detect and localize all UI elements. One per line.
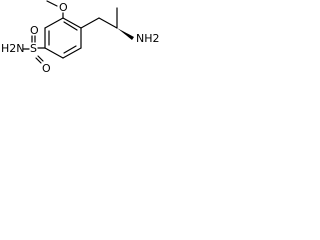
ring-bond	[62, 47, 82, 59]
ring-bond	[44, 47, 64, 59]
ch-amine-wedge-bond	[117, 28, 134, 40]
ring-double-bond	[63, 21, 78, 31]
ring-bond	[62, 17, 82, 29]
o-methyl-bond	[46, 0, 58, 7]
ch2-ch-bond	[98, 17, 118, 29]
benzene-ring	[44, 17, 82, 59]
sulfur-label: S	[30, 42, 37, 55]
ring-bond	[44, 17, 64, 29]
sulfonyl-oxygen-top-label: O	[30, 24, 39, 37]
chemical-structure: O S O O H2N NH2	[1, 0, 160, 75]
sulfonyl-oxygen-right-label: O	[42, 62, 51, 75]
s-o-double-bond	[37, 55, 44, 62]
ring-double-bond	[63, 45, 77, 54]
methoxy-oxygen-label: O	[59, 1, 68, 14]
s-o-double-bond	[35, 57, 42, 64]
amine-nitrogen-label: NH2	[136, 32, 160, 45]
sulfonamide-nitrogen-label: H2N	[1, 42, 25, 55]
ring-ch2-bond	[80, 17, 100, 29]
